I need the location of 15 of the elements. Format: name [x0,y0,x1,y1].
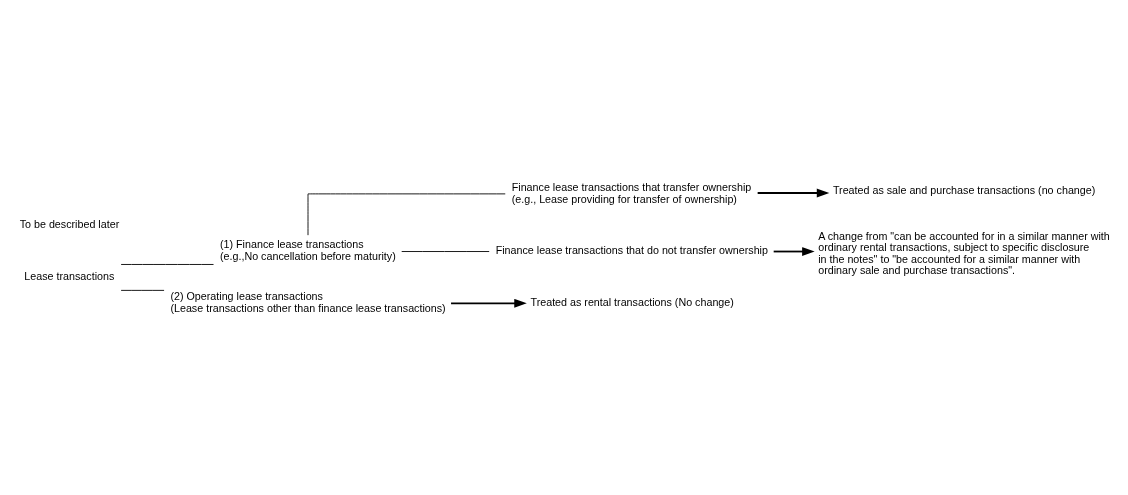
node-text: Treated as rental transactions (No change) [530,296,734,309]
arrow [772,247,815,256]
node-text: (2) Operating lease transactions (Lease transactions other than finance lease transactions) [170,290,446,314]
node-text: (1) Finance lease transactions (e.g.,No cancellation before maturity) [220,238,396,263]
node-text: A change from "can be accounted for in a similar manner with ordinary rental transactions, subject to specific disclosure in the notes" to "be accounted for a similar manner with ordinary sale and purchase transactions". [818,229,1110,277]
connector [401,251,490,252]
connector [120,264,214,265]
node-text: Finance lease transactions that do not transfer ownership [495,244,768,257]
node-text: Lease transactions [24,270,115,283]
arrow [450,298,527,308]
node-text: Finance lease transactions that transfer ownership (e.g., Lease providing for transfer of ownership) [511,181,752,205]
label: To be described later [19,218,120,231]
arrow [756,188,830,198]
node-text: Treated as sale and purchase transactions (no change) [832,184,1096,197]
connector [120,289,165,291]
